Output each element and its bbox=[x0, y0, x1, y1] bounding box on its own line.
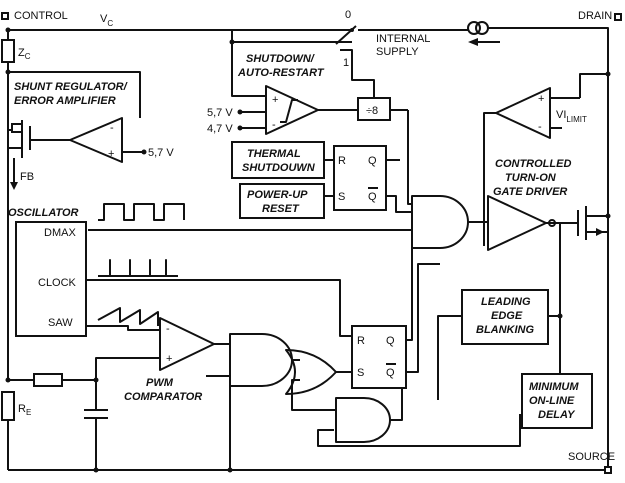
svg-text:+: + bbox=[538, 93, 544, 105]
minimum-on-line-delay-box bbox=[521, 373, 593, 429]
svg-text:Q: Q bbox=[368, 191, 377, 203]
saw-label: SAW bbox=[48, 317, 73, 329]
oscillator-title: OSCILLATOR bbox=[8, 207, 79, 219]
gate-driver-title-2: TURN-ON bbox=[505, 172, 557, 184]
svg-text:POWER-UP: POWER-UP bbox=[247, 189, 308, 201]
svg-text:Q: Q bbox=[386, 335, 395, 347]
pwm-title-1: PWM bbox=[146, 377, 174, 389]
svg-text:RESET: RESET bbox=[262, 203, 300, 215]
svg-text:LEADING: LEADING bbox=[481, 296, 531, 308]
zc-label: ZC bbox=[18, 47, 31, 61]
svg-text:ON-LINE: ON-LINE bbox=[529, 395, 575, 407]
svg-text:R: R bbox=[338, 155, 346, 167]
svg-text:Q: Q bbox=[386, 367, 395, 379]
drain-rail bbox=[488, 27, 609, 470]
fb-arrow-icon bbox=[10, 182, 18, 190]
svg-text:S: S bbox=[338, 191, 345, 203]
dmax-waveform bbox=[98, 203, 185, 221]
svg-text:MINIMUM: MINIMUM bbox=[529, 381, 579, 393]
switch-label-1: 1 bbox=[343, 57, 349, 69]
switch-label-0: 0 bbox=[345, 9, 351, 21]
current-limit-comparator bbox=[495, 87, 551, 139]
main-and-gate bbox=[411, 195, 469, 249]
sr-latch-pwm bbox=[351, 325, 407, 389]
svg-text:+: + bbox=[166, 353, 172, 365]
shutdown-title-2: AUTO-RESTART bbox=[237, 67, 325, 79]
shutdown-title-1: SHUTDOWN/ bbox=[246, 53, 316, 65]
clock-waveform bbox=[98, 259, 178, 277]
vc-label: VC bbox=[100, 13, 113, 28]
reset-or-gate bbox=[285, 349, 337, 395]
hyst-threshold-low: 4,7 V bbox=[207, 123, 233, 135]
svg-text:-: - bbox=[272, 119, 276, 131]
shunt-title-1: SHUNT REGULATOR/ bbox=[14, 81, 129, 93]
filter-resistor bbox=[33, 373, 63, 387]
svg-text:BLANKING: BLANKING bbox=[476, 324, 534, 336]
dmax-label: DMAX bbox=[44, 227, 76, 239]
pwm-comparator bbox=[159, 317, 215, 371]
saw-waveform bbox=[97, 307, 159, 326]
control-pin bbox=[1, 12, 9, 20]
svg-text:SHUTDOUWN: SHUTDOUWN bbox=[242, 162, 316, 174]
divider-label: ÷8 bbox=[366, 105, 378, 117]
zc-impedance bbox=[1, 39, 15, 63]
svg-text:S: S bbox=[357, 367, 364, 379]
svg-text:-: - bbox=[110, 122, 114, 134]
svg-text:Q: Q bbox=[368, 155, 377, 167]
shunt-title-2: ERROR AMPLIFIER bbox=[14, 95, 116, 107]
pwm-title-2: COMPARATOR bbox=[124, 391, 202, 403]
svg-text:+: + bbox=[272, 94, 278, 106]
svg-text:-: - bbox=[166, 323, 170, 335]
internal-supply-label-1: INTERNAL bbox=[376, 33, 430, 45]
re-label: RE bbox=[18, 403, 31, 417]
svg-text:EDGE: EDGE bbox=[491, 310, 523, 322]
clock-label: CLOCK bbox=[38, 277, 77, 289]
source-label: SOURCE bbox=[568, 451, 615, 463]
shunt-ref-voltage: 5,7 V bbox=[148, 147, 174, 159]
hyst-threshold-high: 5,7 V bbox=[207, 107, 233, 119]
svg-text:DELAY: DELAY bbox=[538, 409, 576, 421]
fb-label: FB bbox=[20, 171, 34, 183]
drain-pin bbox=[614, 13, 622, 21]
pwm-and-gate bbox=[229, 333, 293, 387]
vilimit-label: VILIMIT bbox=[556, 109, 587, 124]
hysteresis-comparator bbox=[265, 85, 319, 135]
drain-label: DRAIN bbox=[578, 10, 612, 22]
svg-text:THERMAL: THERMAL bbox=[247, 148, 301, 160]
shunt-error-amplifier bbox=[69, 117, 123, 163]
re-resistor bbox=[1, 391, 15, 421]
power-mosfet-icon bbox=[546, 206, 608, 240]
oscillator-box bbox=[15, 221, 87, 337]
svg-text:-: - bbox=[538, 121, 542, 133]
svg-text:R: R bbox=[357, 335, 365, 347]
current-source-icon bbox=[467, 21, 481, 35]
power-up-reset-box bbox=[239, 183, 325, 219]
gate-driver-title-1: CONTROLLED bbox=[495, 158, 571, 170]
blanking-and-gate bbox=[335, 397, 391, 443]
source-pin bbox=[604, 466, 612, 474]
filter-capacitor-icon bbox=[84, 380, 108, 470]
shunt-transistor-icon bbox=[8, 120, 70, 158]
svg-text:+: + bbox=[108, 148, 114, 160]
leading-edge-blanking-box bbox=[461, 289, 549, 345]
gate-driver-buffer bbox=[487, 195, 547, 251]
sr-latch-shutdown bbox=[333, 145, 387, 211]
control-label: CONTROL bbox=[14, 10, 68, 22]
internal-supply-label-2: SUPPLY bbox=[376, 46, 419, 58]
gate-driver-title-3: GATE DRIVER bbox=[493, 186, 567, 198]
hysteresis-icon bbox=[280, 99, 298, 123]
